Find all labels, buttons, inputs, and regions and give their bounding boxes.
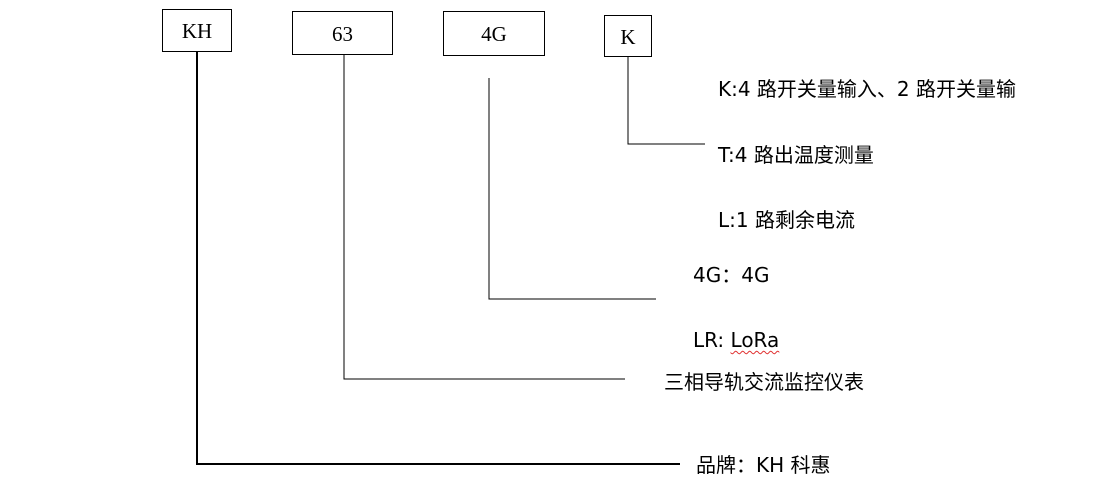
brand-code-box: KH	[162, 9, 232, 52]
comm-code-box: 4G	[443, 11, 545, 56]
comm-option-lr-prefix: LR:	[693, 328, 731, 352]
function-option-l: L:1 路剩余电流	[718, 208, 855, 232]
connector-brand	[196, 52, 680, 465]
comm-code-text: 4G	[481, 22, 507, 46]
function-code-box: K	[604, 15, 652, 57]
function-option-k: K:4 路开关量输入、2 路开关量输	[718, 77, 1017, 101]
connector-function	[627, 57, 705, 145]
brand-code-text: KH	[181, 19, 213, 43]
function-option-t: T:4 路出温度测量	[718, 143, 874, 167]
comm-option-lr-value: LoRa	[730, 328, 780, 352]
series-code-box: 63	[292, 11, 393, 55]
comm-option-lr: LR: LoRa	[693, 328, 779, 352]
brand-description: 品牌：KH 科惠	[696, 453, 831, 477]
comm-option-4g: 4G：4G	[693, 263, 770, 287]
series-description: 三相导轨交流监控仪表	[664, 370, 864, 394]
connector-comm	[488, 78, 656, 300]
connector-series	[343, 55, 625, 380]
function-code-text: K	[620, 24, 636, 49]
series-code-text: 63	[332, 21, 353, 46]
